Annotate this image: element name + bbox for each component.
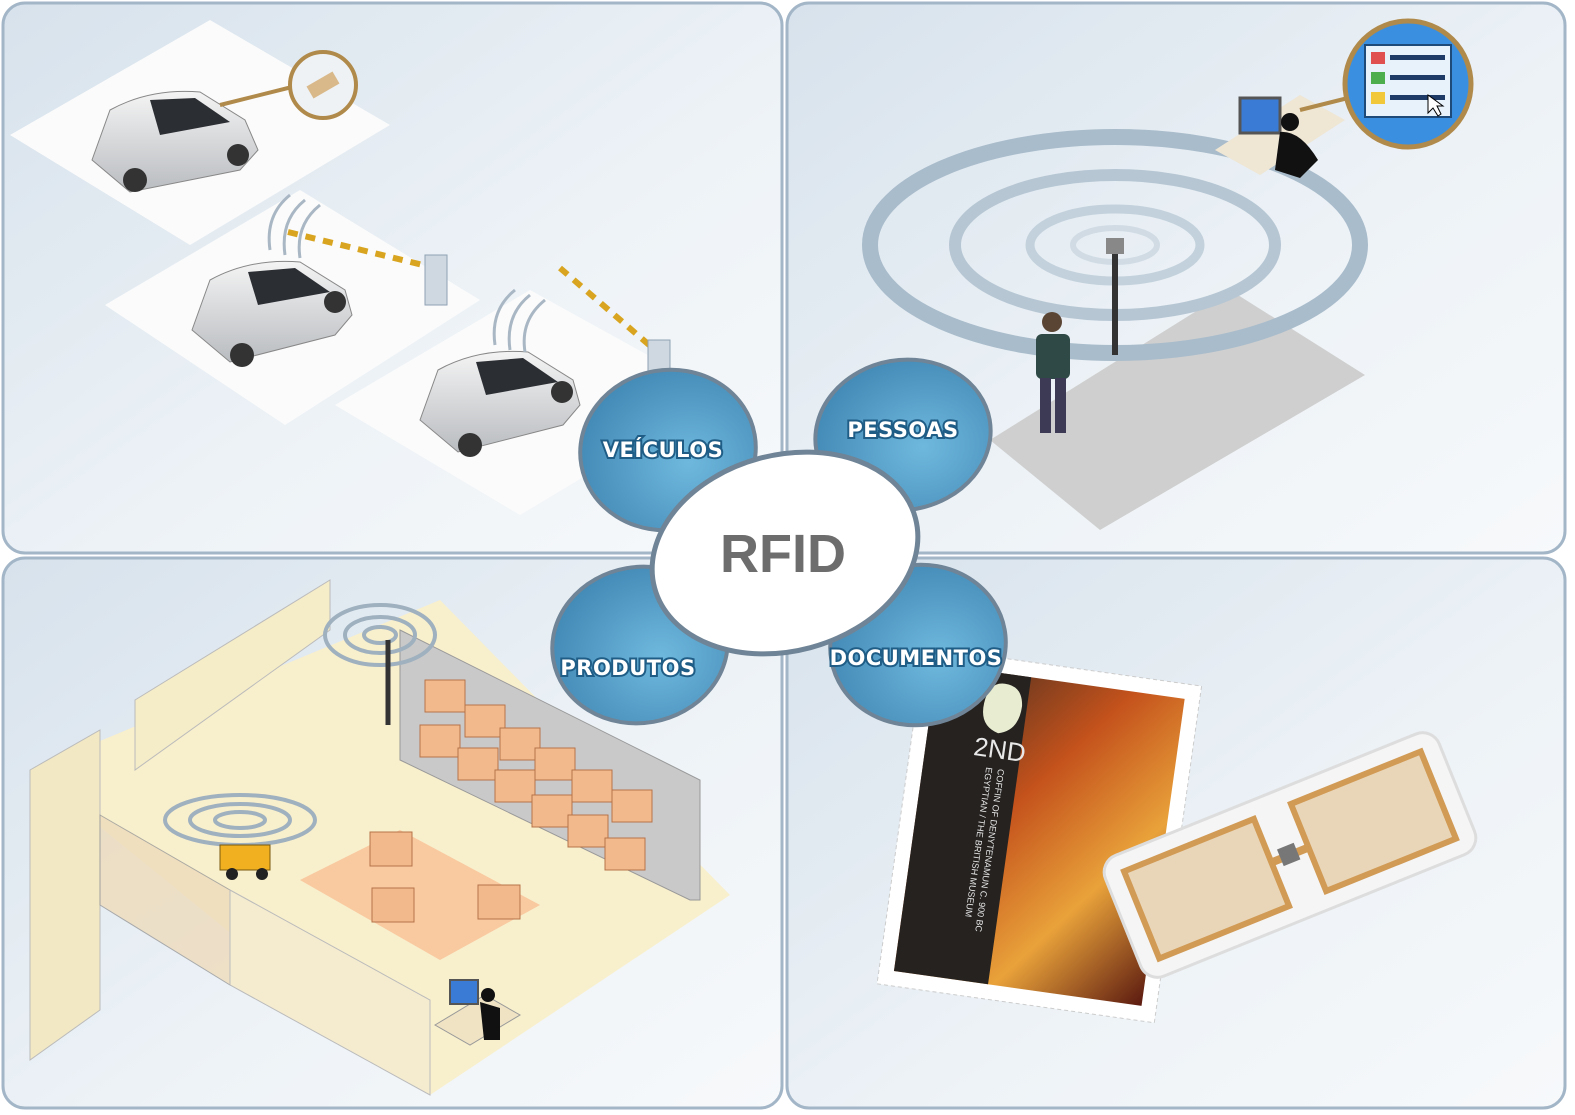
rfid-category-flower: VEÍCULOS PESSOAS PRODUTOS DOCUMENTOS RFI… bbox=[550, 357, 1008, 728]
rfid-waves-icon bbox=[267, 193, 546, 353]
person-icon bbox=[1036, 312, 1070, 433]
category-label: VEÍCULOS bbox=[603, 437, 723, 462]
reader-head bbox=[1106, 238, 1124, 254]
car-icon bbox=[91, 90, 259, 193]
people-illustration bbox=[862, 18, 1474, 530]
category-label: PRODUTOS bbox=[560, 656, 695, 680]
box-icon bbox=[369, 679, 653, 923]
cursor-icon bbox=[1427, 94, 1445, 117]
documents-illustration: 2ND COFFIN OF DENYTENAMUN C. 900 BC EGYP… bbox=[876, 646, 1478, 1024]
queen-head-icon bbox=[983, 683, 1023, 734]
products-illustration bbox=[29, 579, 730, 1096]
barrier-arm bbox=[287, 229, 436, 271]
car-icon bbox=[191, 260, 353, 367]
barrier-arm bbox=[558, 265, 657, 353]
category-label: DOCUMENTOS bbox=[830, 646, 1003, 670]
barrier-post bbox=[424, 254, 448, 306]
rfid-tag-label bbox=[1102, 731, 1478, 979]
stamp-value: 2ND bbox=[972, 731, 1028, 768]
rfid-tag-icon bbox=[306, 71, 340, 99]
category-label: PESSOAS bbox=[847, 418, 958, 442]
operator-desk-icon bbox=[434, 979, 521, 1046]
monitor-screen-callout bbox=[1342, 18, 1474, 150]
forklift-icon bbox=[219, 844, 271, 880]
vehicles-illustration bbox=[10, 20, 720, 515]
car-icon bbox=[419, 350, 581, 457]
rfid-chip-icon bbox=[1276, 842, 1301, 867]
rfid-center: RFID bbox=[649, 449, 921, 657]
postage-stamp: 2ND COFFIN OF DENYTENAMUN C. 900 BC EGYP… bbox=[876, 646, 1203, 1024]
operator-desk-icon bbox=[1215, 95, 1345, 178]
center-title: RFID bbox=[720, 524, 846, 584]
